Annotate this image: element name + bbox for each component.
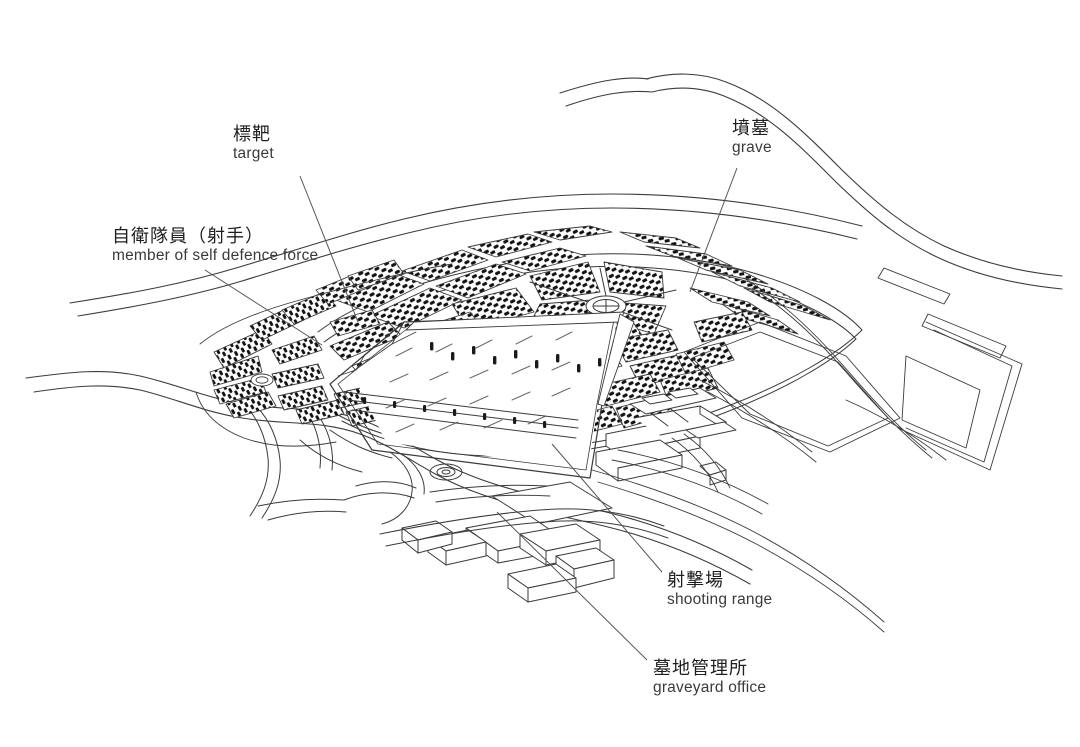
- label-grave-ja: 墳墓: [732, 118, 770, 138]
- leader-graveyard-office: [496, 511, 648, 661]
- leader-grave: [689, 167, 738, 293]
- label-graveyard-office: 墓地管理所 graveyard office: [653, 658, 766, 698]
- target-markers: [430, 342, 602, 373]
- label-shooting-range-ja: 射撃場: [667, 570, 724, 590]
- label-shooting-range: 射撃場 shooting range: [667, 570, 772, 610]
- service-lots: [629, 387, 737, 439]
- roads-southeast: [611, 433, 769, 515]
- east-parcels: [591, 267, 1023, 633]
- label-member-of-self-defence-force-en: member of self defence force: [112, 247, 319, 265]
- road-perimeter-west: [69, 193, 863, 317]
- shooter-markers: [363, 397, 547, 428]
- leader-shooting-range: [551, 443, 663, 573]
- label-graveyard-office-en: graveyard office: [653, 679, 767, 697]
- ground-plane: [25, 73, 1063, 633]
- label-member-of-self-defence-force-ja: 自衛隊員（射手）: [112, 226, 264, 246]
- label-target: 標靶 target: [233, 124, 274, 164]
- park-paths-southwest: [257, 429, 463, 525]
- leader-member-of-self-defence-force: [204, 269, 323, 346]
- label-target-ja: 標靶: [233, 124, 271, 144]
- road-network-north: [559, 73, 1063, 290]
- label-grave: 墳墓 grave: [732, 118, 772, 158]
- label-target-en: target: [233, 145, 274, 163]
- leader-lines: [204, 167, 738, 661]
- label-graveyard-office-ja: 墓地管理所: [653, 658, 748, 678]
- graveyard-office-buildings: [379, 481, 669, 603]
- label-member-of-self-defence-force: 自衛隊員（射手） member of self defence force: [112, 226, 318, 266]
- shooting-range: [329, 311, 635, 479]
- leader-target: [299, 175, 359, 323]
- label-shooting-range-en: shooting range: [667, 591, 773, 609]
- label-grave-en: grave: [732, 139, 772, 157]
